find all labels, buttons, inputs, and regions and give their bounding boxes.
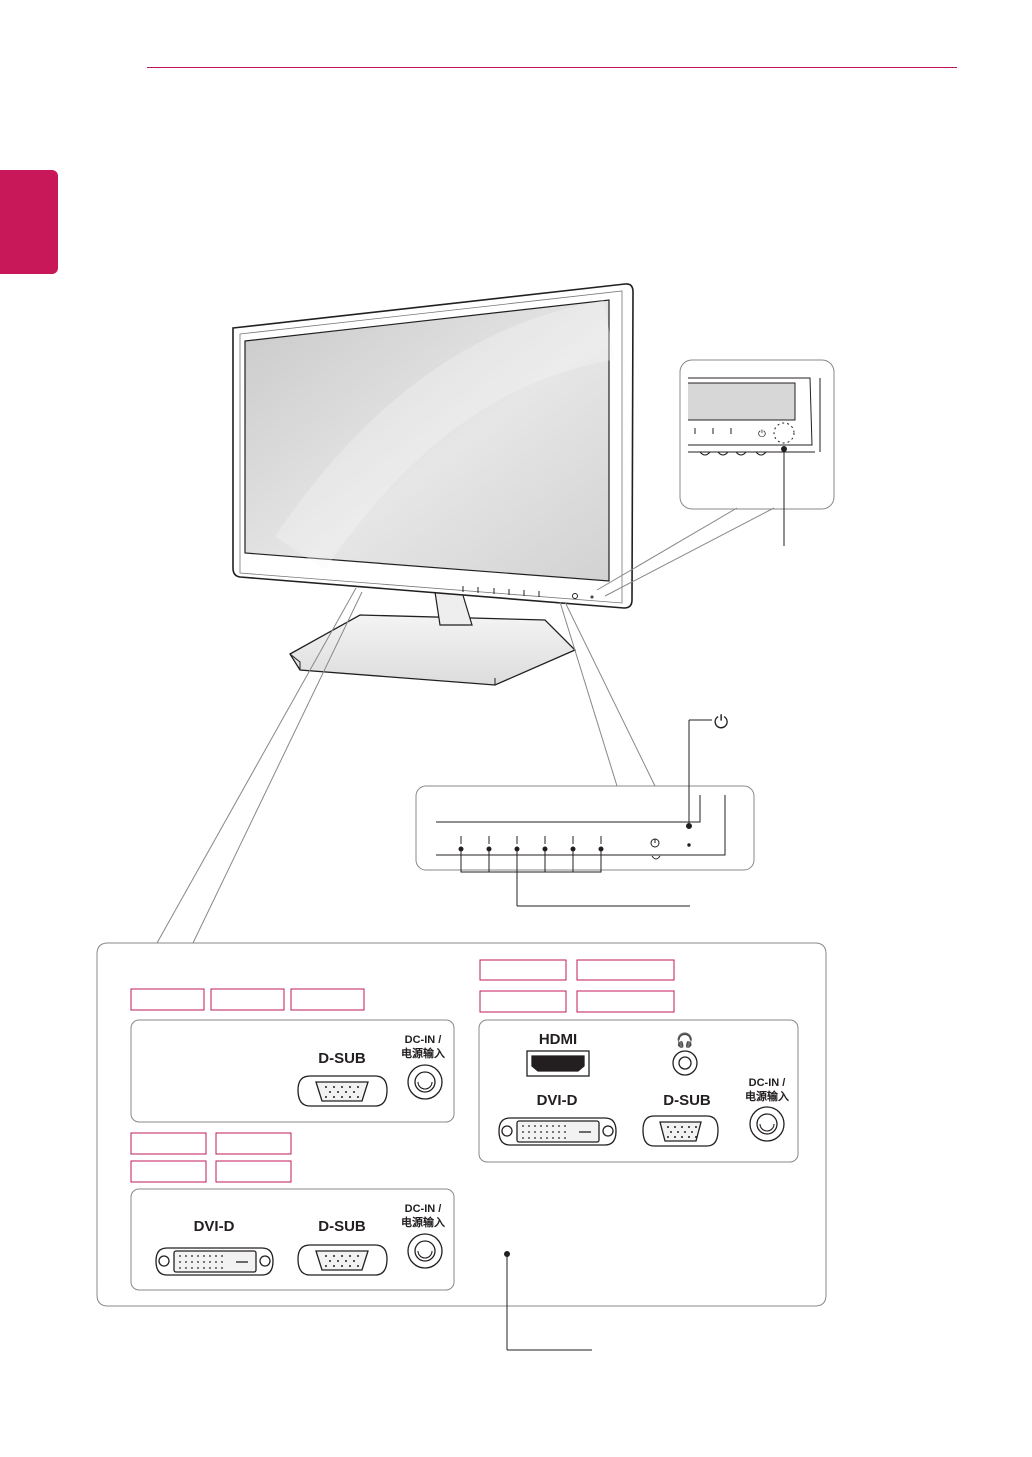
dsub-connector-2 xyxy=(297,1244,388,1276)
power-input-label-2: 电源输入 xyxy=(401,1215,445,1229)
dsub-connector-3 xyxy=(642,1115,719,1147)
dc-in-port-3 xyxy=(749,1106,785,1142)
buttons-zoom xyxy=(415,601,755,907)
ports-leader xyxy=(504,1251,592,1351)
dvi-pins xyxy=(179,1255,223,1269)
headphone-jack xyxy=(672,1050,698,1076)
dc-in-label-2: DC-IN / xyxy=(405,1203,442,1215)
dsub-pins-2 xyxy=(325,1255,359,1267)
dvi-label-3: DVI-D xyxy=(537,1092,578,1109)
port-panel-dsub: D-SUB DC-IN / 电源输入 xyxy=(130,1019,455,1123)
dsub-label-2: D-SUB xyxy=(318,1218,366,1235)
hdmi-label: HDMI xyxy=(539,1031,577,1048)
dsub-label-3: D-SUB xyxy=(663,1092,711,1109)
zoom-power-glyph: ⏻ xyxy=(758,429,766,440)
dvi-pins-3 xyxy=(522,1125,566,1139)
dc-in-port xyxy=(407,1064,443,1100)
monitor-illustration xyxy=(232,283,634,686)
dsub-connector xyxy=(297,1075,388,1107)
port-panel-dvi-dsub: DVI-D D-SUB DC-IN / 电源输入 xyxy=(130,1188,455,1291)
dvi-label: DVI-D xyxy=(194,1218,235,1235)
dsub-label: D-SUB xyxy=(318,1050,366,1067)
headphone-icon: 🎧 xyxy=(676,1032,693,1049)
dsub-pins xyxy=(325,1086,359,1098)
power-input-label: 电源输入 xyxy=(401,1046,445,1060)
power-button-symbol: ⏻ xyxy=(714,712,728,732)
model-tags xyxy=(130,959,675,1183)
dvi-connector xyxy=(155,1247,274,1276)
dc-in-label-3: DC-IN / xyxy=(749,1077,786,1089)
port-panel-full: HDMI 🎧 DVI-D D-SUB DC-IN / 电源输入 xyxy=(478,1019,799,1163)
hdmi-connector xyxy=(526,1050,590,1077)
section-tab xyxy=(0,170,58,274)
header-rule xyxy=(147,67,957,68)
dc-in-label: DC-IN / xyxy=(405,1034,442,1046)
power-led-zoom xyxy=(596,359,835,597)
power-input-label-3: 电源输入 xyxy=(745,1089,789,1103)
dvi-connector-3 xyxy=(498,1117,617,1146)
dc-in-port-2 xyxy=(407,1233,443,1269)
dsub-pins-3 xyxy=(667,1126,697,1138)
